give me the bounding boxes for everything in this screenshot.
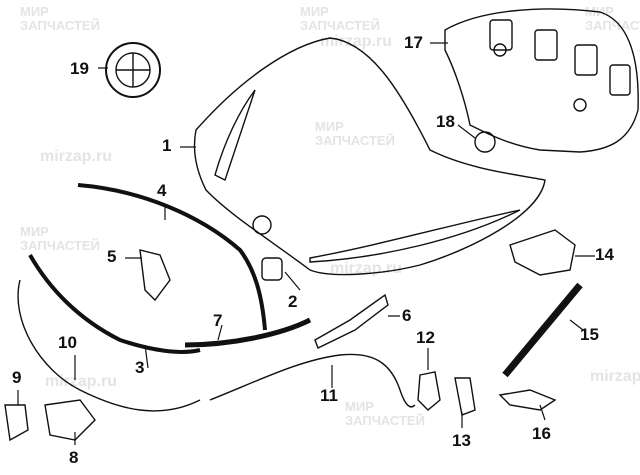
- watermark-site: mirzap.ru: [590, 368, 640, 385]
- part-12: [417, 371, 441, 411]
- callout-6: 6: [402, 306, 412, 325]
- callout-19: 19: [70, 59, 89, 78]
- cable-10: [17, 279, 201, 412]
- hinge-16: [498, 389, 557, 411]
- watermark-site: mirzap.ru: [40, 148, 113, 165]
- gas-strut-15: [502, 282, 583, 378]
- bracket-5: [139, 249, 171, 302]
- callout-2: 2: [288, 292, 298, 311]
- callout-8: 8: [69, 448, 79, 467]
- callout-9: 9: [12, 368, 22, 387]
- engine-cover: [444, 8, 639, 153]
- latch-9: [4, 404, 29, 442]
- watermark-site: mirzap.ru: [320, 33, 393, 50]
- hinge-14: [509, 229, 576, 276]
- part-6: [314, 293, 389, 349]
- callout-4: 4: [157, 181, 167, 200]
- callout-15: 15: [580, 325, 599, 344]
- part-13: [454, 377, 476, 416]
- callout-11: 11: [320, 386, 338, 405]
- cable-11: [209, 353, 416, 408]
- callout-18: 18: [436, 112, 455, 131]
- callout-3: 3: [135, 358, 145, 377]
- latch-8: [44, 399, 96, 441]
- seal-3: [28, 254, 201, 354]
- seal-7: [184, 317, 312, 348]
- hood: [193, 37, 546, 276]
- bmw-emblem: [105, 42, 161, 98]
- hood-emblem-mount: [252, 215, 272, 235]
- callout-1: 1: [162, 136, 172, 155]
- callout-17: 17: [404, 33, 423, 52]
- callout-10: 10: [58, 333, 77, 352]
- callout-7: 7: [213, 311, 223, 330]
- callout-14: 14: [595, 245, 614, 264]
- callout-5: 5: [107, 247, 117, 266]
- watermark-site: mirzap.ru: [45, 373, 118, 390]
- buffer-2: [261, 257, 283, 281]
- seal-4: [77, 183, 267, 331]
- callout-12: 12: [416, 328, 435, 347]
- callout-16: 16: [532, 424, 551, 443]
- cap-18: [474, 131, 496, 153]
- callout-13: 13: [452, 431, 471, 450]
